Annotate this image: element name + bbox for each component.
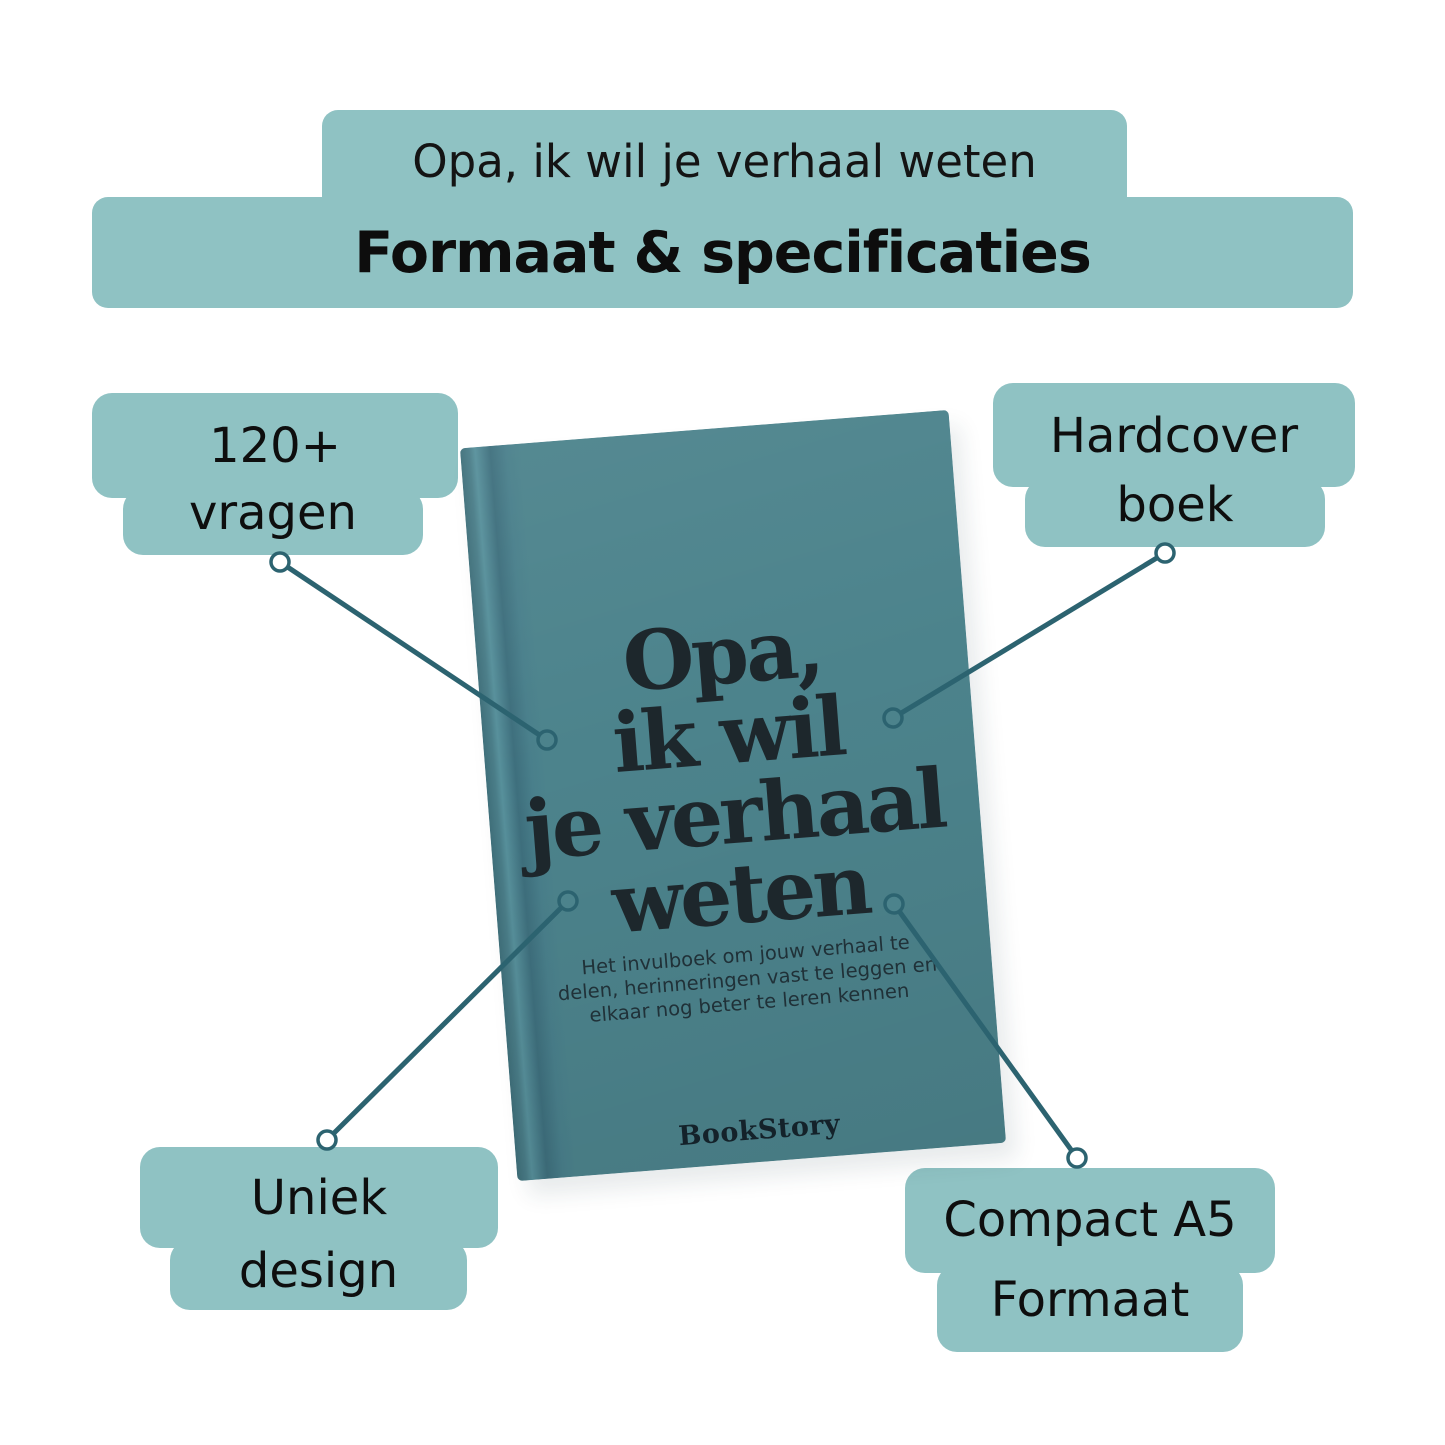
callout-design-line2: design xyxy=(238,1243,399,1299)
callout-vragen-box xyxy=(92,393,458,498)
callout-design-line1: Uniek xyxy=(250,1170,388,1226)
callout-hardcover-line2: boek xyxy=(1116,477,1234,533)
callout-formaat-line2: Formaat xyxy=(990,1272,1190,1328)
book-cover-mockup: Opa, ik wil je verhaal weten Het invulbo… xyxy=(459,409,1007,1182)
book-brand-logo: BookStory xyxy=(677,1108,842,1153)
header-product-title: Opa, ik wil je verhaal weten xyxy=(412,134,1037,188)
callout-vragen-line1: 120+ xyxy=(209,418,341,474)
callout-hardcover-line1: Hardcover xyxy=(1049,408,1299,464)
connector-dot-formaat-label xyxy=(1066,1147,1088,1169)
header-banner-bottom xyxy=(92,197,1353,308)
book-title: Opa, ik wil je verhaal weten xyxy=(475,596,989,953)
callout-formaat-line1: Compact A5 xyxy=(943,1192,1237,1248)
callout-vragen-line2: vragen xyxy=(189,485,357,541)
header-section-title: Formaat & specificaties xyxy=(354,219,1092,286)
callout-formaat-box xyxy=(905,1168,1275,1273)
callout-hardcover-tab xyxy=(1025,479,1325,547)
callout-design-tab xyxy=(170,1240,467,1310)
callout-hardcover-box xyxy=(993,383,1355,487)
callout-design-box xyxy=(140,1147,498,1248)
callout-vragen-tab xyxy=(123,489,423,555)
connector-dot-vragen-label xyxy=(269,551,291,573)
callout-formaat-tab xyxy=(937,1265,1243,1352)
